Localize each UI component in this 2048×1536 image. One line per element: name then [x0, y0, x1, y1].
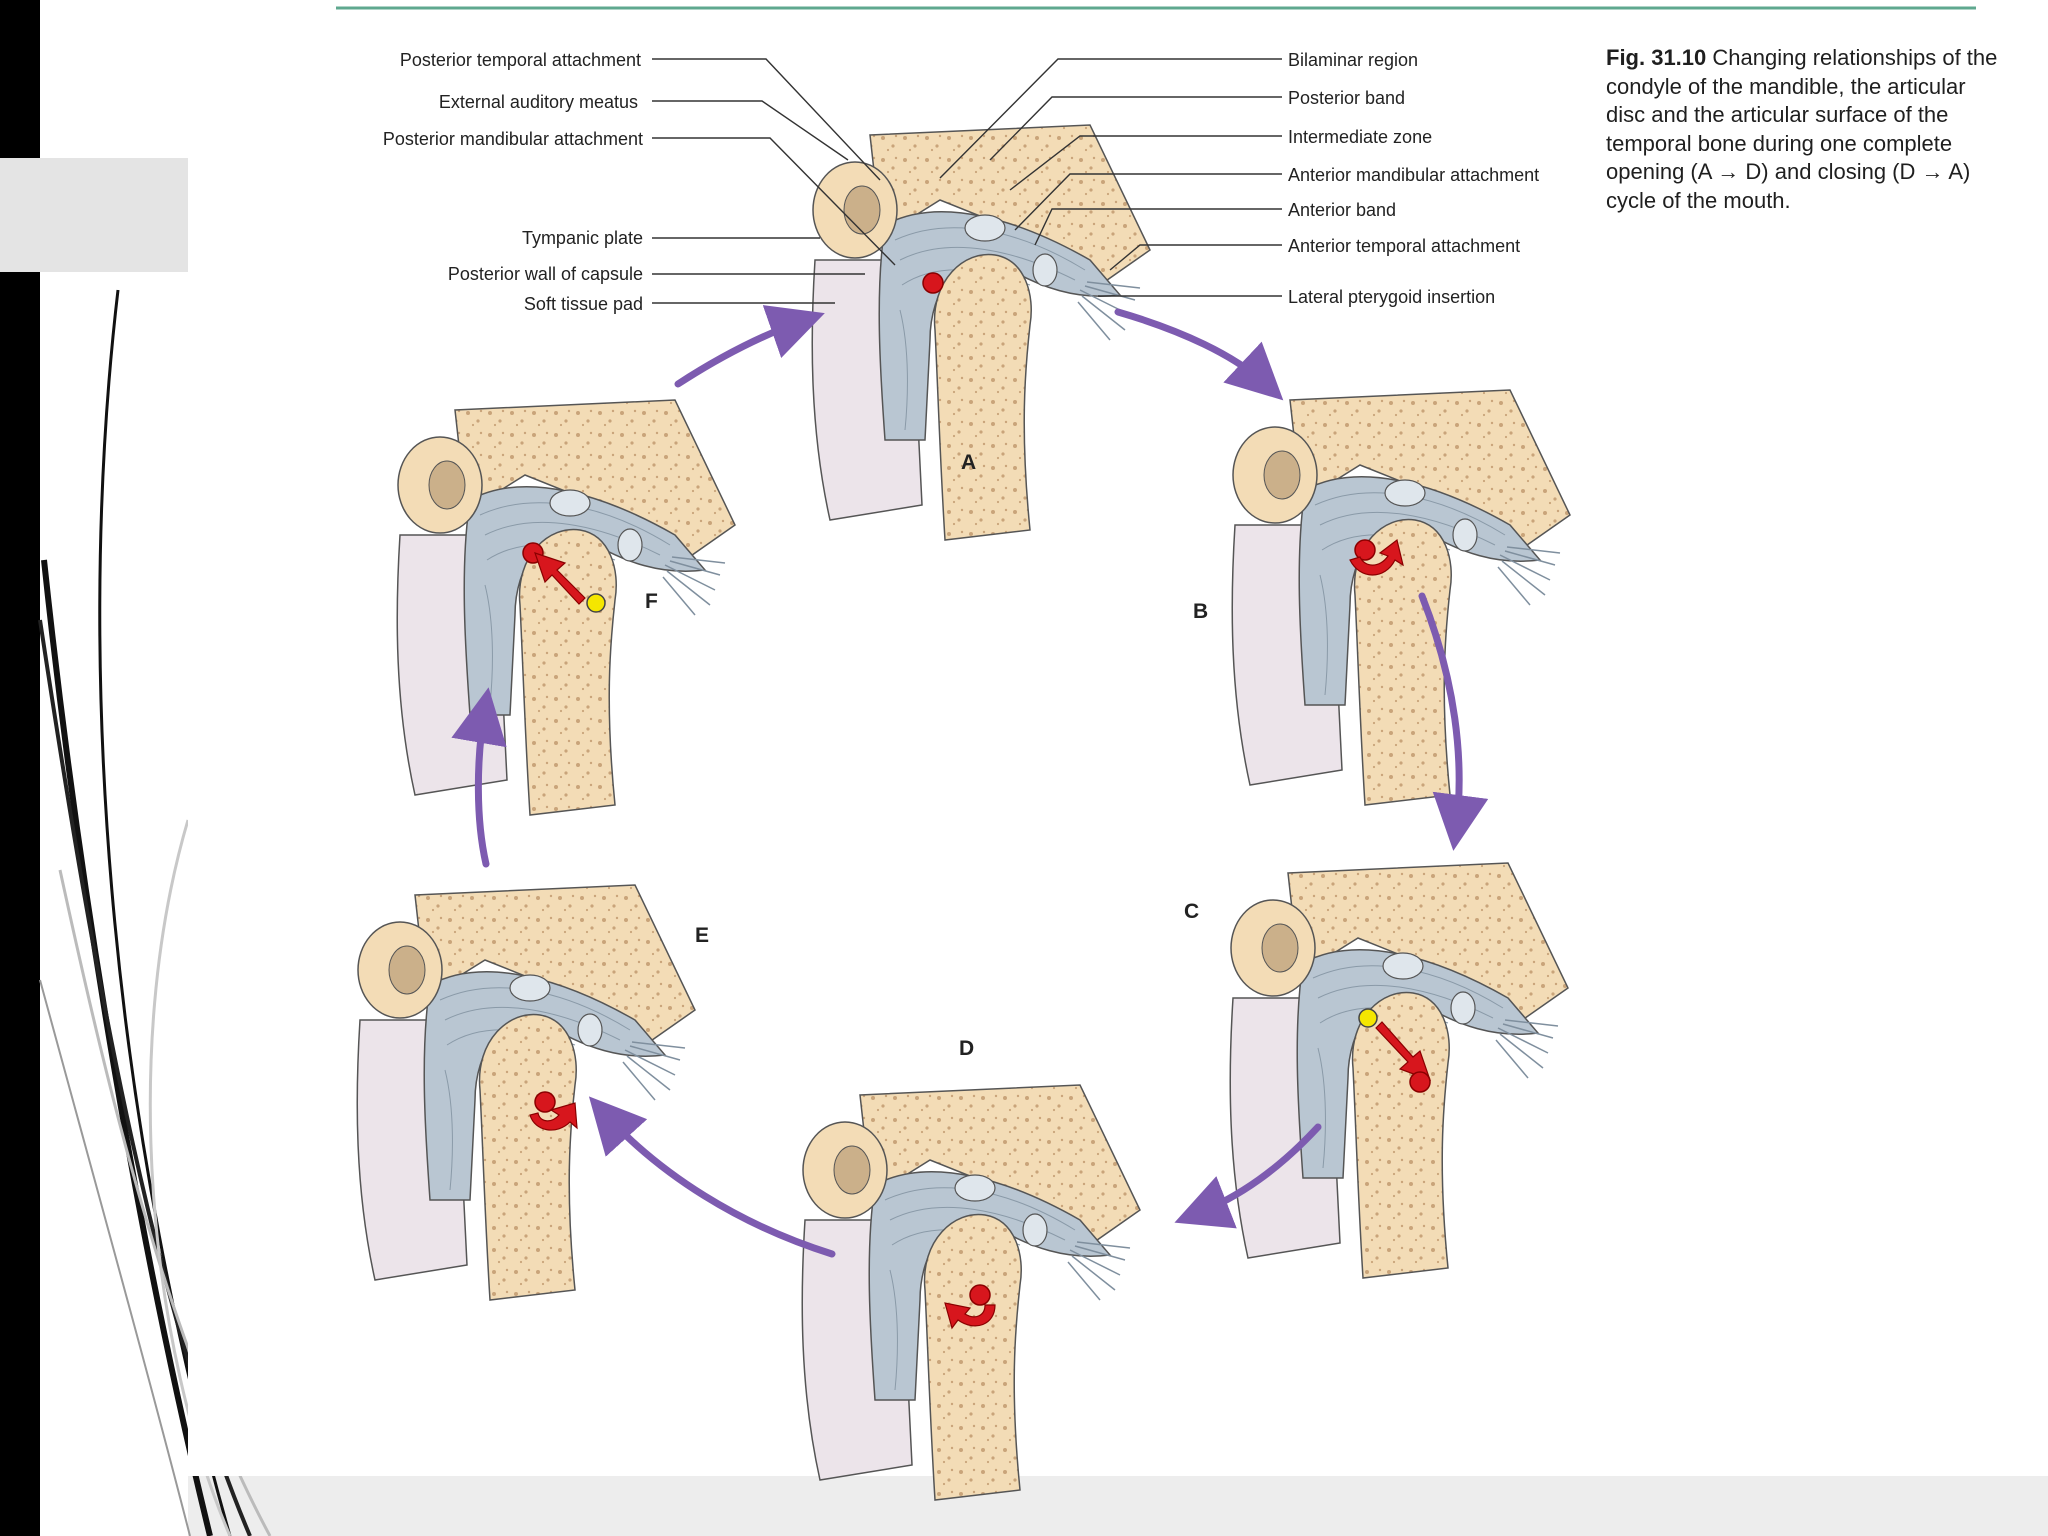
- panel-label-b: B: [1193, 600, 1208, 623]
- translation-arrow-f: [534, 552, 586, 605]
- condyle-marker-d: [969, 1284, 991, 1306]
- panel-label-a: A: [961, 451, 976, 474]
- sidebar-gray-tab: [0, 158, 188, 272]
- rotation-arrow-b: [1349, 538, 1404, 576]
- figure-caption-text: Changing relationships of the condyle of…: [1606, 45, 1998, 213]
- panel-label-d: D: [959, 1037, 974, 1060]
- panel-a-joint: [811, 124, 1151, 541]
- label-posterior-band: Posterior band: [1288, 88, 1405, 108]
- label-posterior-mandibular-attachment: Posterior mandibular attachment: [383, 129, 643, 149]
- condyle-marker-e: [534, 1091, 556, 1113]
- label-anterior-temporal-attachment: Anterior temporal attachment: [1288, 236, 1520, 256]
- label-posterior-wall-of-capsule: Posterior wall of capsule: [448, 264, 643, 284]
- right-labels: Bilaminar region Posterior band Intermed…: [1288, 50, 1539, 307]
- label-soft-tissue-pad: Soft tissue pad: [524, 294, 643, 314]
- left-labels: Posterior temporal attachment External a…: [383, 50, 643, 314]
- label-anterior-mandibular-attachment: Anterior mandibular attachment: [1288, 165, 1539, 185]
- rotation-arrow-e: [529, 1102, 578, 1131]
- condyle-marker-a: [922, 272, 944, 294]
- label-posterior-temporal-attachment: Posterior temporal attachment: [400, 50, 641, 70]
- label-tympanic-plate: Tympanic plate: [522, 228, 643, 248]
- left-leader-lines: [652, 58, 896, 304]
- panel-f-joint: [396, 399, 736, 816]
- panel-b-joint: [1231, 389, 1571, 806]
- cycle-arrow-d-to-e: [588, 1096, 836, 1258]
- cycle-arrow-c-to-d: [1174, 1123, 1322, 1229]
- translation-arrow-c: [1375, 1021, 1431, 1081]
- right-leader-lines: [939, 58, 1282, 297]
- cycle-arrow-e-to-f: [451, 687, 507, 868]
- panel-label-f: F: [645, 590, 658, 613]
- panel-c-joint: [1229, 862, 1569, 1279]
- start-marker-f: [586, 593, 606, 613]
- label-intermediate-zone: Intermediate zone: [1288, 127, 1432, 147]
- figure-caption: Fig. 31.10 Changing relationships of the…: [1606, 44, 2006, 215]
- label-lateral-pterygoid-insertion: Lateral pterygoid insertion: [1288, 287, 1495, 307]
- panel-d-joint: [801, 1084, 1141, 1501]
- label-bilaminar-region: Bilaminar region: [1288, 50, 1418, 70]
- cycle-arrows: [451, 305, 1489, 1258]
- cycle-arrow-a-to-b: [1114, 308, 1284, 401]
- condyle-marker-c: [1409, 1071, 1431, 1093]
- figure-number: Fig. 31.10: [1606, 45, 1707, 70]
- condyle-marker-b: [1354, 539, 1376, 561]
- label-external-auditory-meatus: External auditory meatus: [439, 92, 638, 112]
- rotation-arrow-d: [944, 1302, 996, 1330]
- cycle-arrow-b-to-c: [1418, 592, 1489, 851]
- label-anterior-band: Anterior band: [1288, 200, 1396, 220]
- cycle-arrow-f-to-a: [674, 305, 825, 388]
- panel-e-joint: [356, 884, 696, 1301]
- start-marker-c: [1358, 1008, 1378, 1028]
- panel-label-e: E: [695, 924, 709, 947]
- panel-label-c: C: [1184, 900, 1199, 923]
